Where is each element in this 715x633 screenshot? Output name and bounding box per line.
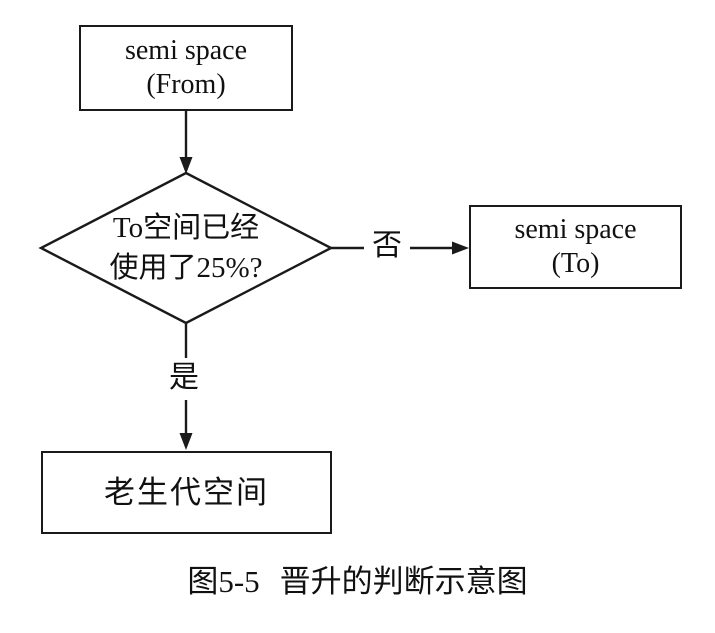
edge-label-yes: 是 [162, 360, 206, 396]
decision-node-label: To空间已经 使用了25%? [46, 204, 326, 292]
node-semi-space-to-line1: semi space [514, 213, 637, 245]
node-old-generation-label: 老生代空间 [104, 474, 269, 510]
edge-label-no: 否 [365, 228, 409, 264]
arrow-from-to-decision-head [179, 157, 193, 174]
figure-caption-number: 图5-5 [187, 564, 260, 599]
figure-caption-title: 晋升的判断示意图 [279, 564, 528, 599]
node-semi-space-from: semi space (From) [79, 25, 293, 111]
arrow-yes-head [179, 433, 193, 450]
node-semi-space-from-line1: semi space [124, 34, 248, 66]
node-old-generation: 老生代空间 [41, 451, 332, 534]
node-semi-space-to-line2: (To) [551, 248, 600, 279]
figure-caption: 图5-5 晋升的判断示意图 [0, 562, 715, 602]
arrow-no-head [452, 241, 469, 255]
decision-label-line1: To空间已经 [112, 211, 260, 244]
node-semi-space-from-line2: (From) [146, 69, 226, 100]
node-semi-space-to: semi space (To) [469, 205, 682, 289]
decision-label-line2: 使用了25%? [109, 252, 263, 284]
